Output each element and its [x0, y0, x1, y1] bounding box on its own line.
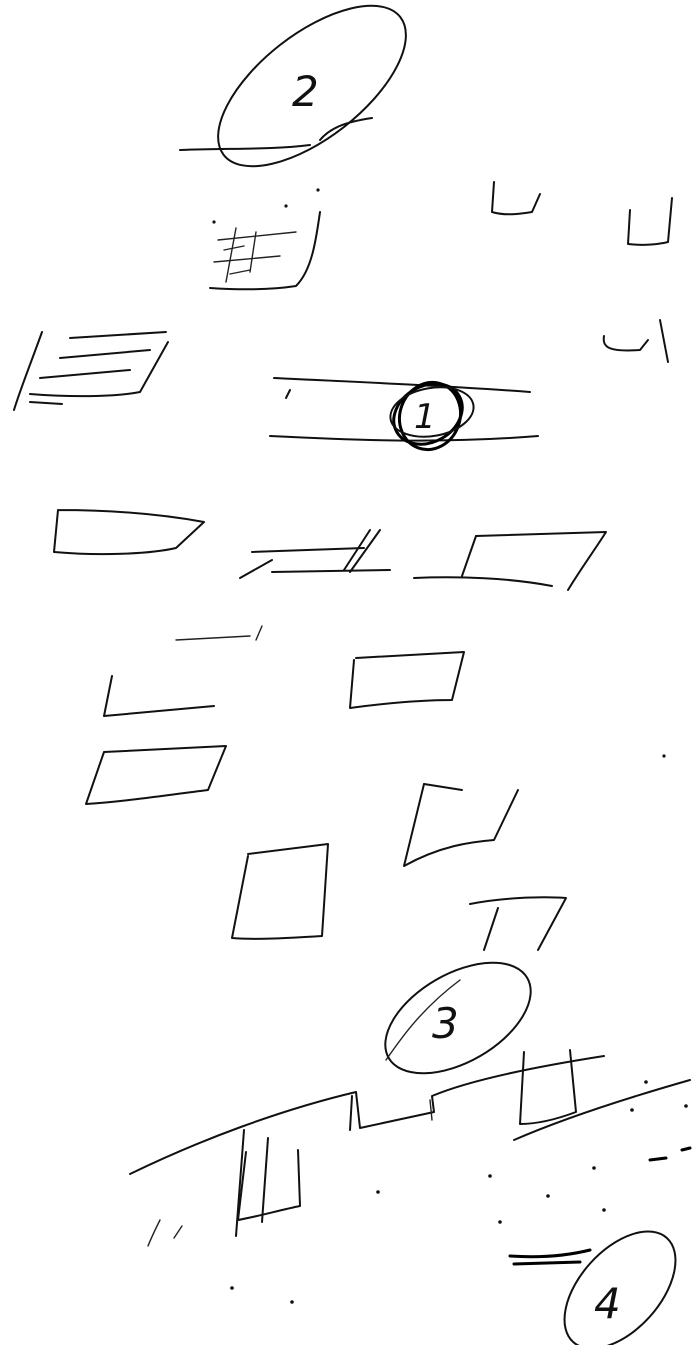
- box-tail: [30, 402, 62, 404]
- grid-box-3: [86, 746, 226, 804]
- marker-2-group: 2: [180, 0, 432, 196]
- grid-box-1: [104, 676, 214, 716]
- box-line-2: [60, 350, 150, 358]
- marker-4-arrow-2: [514, 1262, 580, 1264]
- speck: [498, 1220, 502, 1224]
- field-dot: [212, 220, 215, 223]
- left-striped-box: [14, 332, 168, 410]
- box-line-3: [40, 370, 130, 378]
- shape-b-top: [252, 548, 364, 552]
- marker-2-baseline-left: [180, 145, 310, 150]
- shape-b-left: [240, 560, 272, 578]
- shape-c-bottom: [414, 577, 552, 586]
- dash-mark: [682, 1148, 690, 1150]
- speck: [376, 1190, 380, 1194]
- field-line-1: [218, 232, 296, 240]
- marker-2-baseline-right: [320, 118, 372, 140]
- grid-box-6-left: [484, 908, 498, 950]
- central-bar: [270, 378, 538, 441]
- dash-mark: [650, 1158, 666, 1160]
- shape-b-bottom: [272, 570, 390, 572]
- speck: [602, 1208, 606, 1212]
- shape-c-top: [476, 532, 606, 590]
- speck: [684, 1104, 688, 1108]
- field-line-4: [250, 232, 256, 272]
- field-dot: [316, 188, 319, 191]
- marker-4-label: 4: [594, 1279, 621, 1328]
- marker-1-label: 1: [414, 397, 436, 437]
- lower-terrain: [130, 754, 690, 1303]
- field-dot: [284, 204, 287, 207]
- speck: [592, 1166, 596, 1170]
- marker-4-group: 4: [510, 1211, 694, 1345]
- cup-c-stroke: [660, 320, 668, 362]
- cup-a: [492, 182, 540, 214]
- speck: [644, 1080, 648, 1084]
- box-line-1: [70, 332, 166, 338]
- grid-box-4-top: [424, 784, 462, 790]
- terrain-detail: [430, 1100, 432, 1120]
- speck: [230, 1286, 234, 1290]
- marker-4-arrow: [510, 1250, 590, 1257]
- box-grid: [86, 626, 566, 950]
- cup-b: [628, 198, 672, 245]
- box-left-edge: [14, 332, 42, 410]
- grid-top-hint: [176, 626, 262, 640]
- terrain-step: [350, 1096, 352, 1130]
- terrain-right-slope: [514, 1080, 690, 1140]
- shape-c-left: [462, 536, 476, 576]
- grid-box-4: [404, 784, 518, 866]
- terrain-ridge: [130, 1056, 604, 1174]
- shape-b-double: [344, 530, 380, 572]
- terrain-block: [238, 1150, 300, 1220]
- shape-a: [54, 510, 204, 554]
- marker-2-label: 2: [292, 67, 319, 116]
- cup-c: [604, 336, 648, 350]
- speck: [290, 1300, 294, 1304]
- grid-box-5: [232, 844, 328, 939]
- grid-box-2: [350, 652, 464, 708]
- terrain-scratches: [148, 1220, 182, 1246]
- speck: [630, 1108, 634, 1112]
- grid-box-6: [470, 897, 566, 950]
- bar-tick: [286, 390, 290, 398]
- field-line-2: [214, 256, 280, 262]
- speck: [488, 1174, 492, 1178]
- marker-3-label: 3: [432, 999, 459, 1048]
- speck: [546, 1194, 550, 1198]
- shape-row-1: [54, 510, 606, 590]
- bar-top-line: [274, 378, 530, 392]
- top-right-cups: [492, 182, 672, 362]
- scribbled-field: [210, 188, 320, 289]
- speck: [662, 754, 665, 757]
